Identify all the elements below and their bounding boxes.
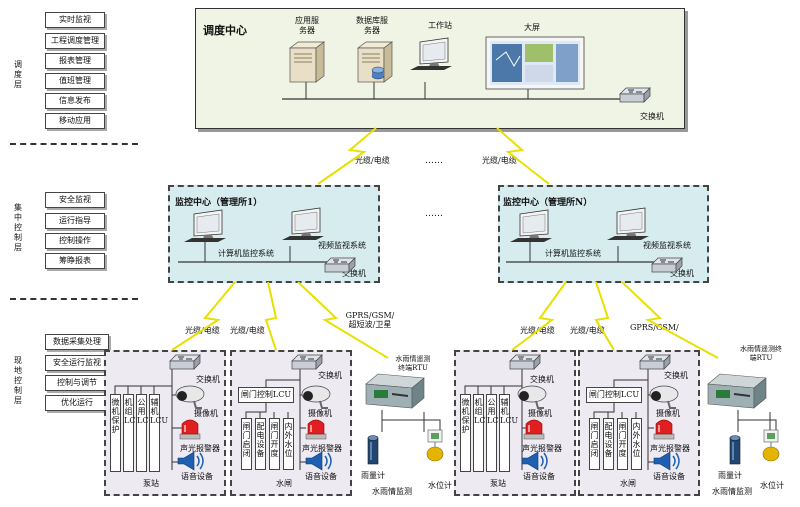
switch-label: 交换机 bbox=[318, 371, 342, 380]
link-label: 光缆/电缆 bbox=[570, 326, 605, 335]
camera-label: 摄像机 bbox=[656, 409, 680, 418]
side-item: 数据采集处理 bbox=[45, 334, 109, 350]
pump-box: 微机保护 bbox=[460, 394, 471, 472]
video-system-label: 视频监视系统 bbox=[643, 241, 691, 250]
dispatch-center-title: 调度中心 bbox=[203, 24, 247, 37]
link-label: 光缆/电缆 bbox=[230, 326, 265, 335]
side-item: 控制操作 bbox=[45, 233, 105, 249]
site-label: 泵站 bbox=[143, 479, 159, 488]
rain-monitor-label: 水雨情监测 bbox=[372, 487, 412, 496]
db-server-label: 数据库服务器 bbox=[356, 16, 388, 35]
dispatch-switch-label: 交换机 bbox=[640, 112, 664, 121]
pump-box: 辅机LCU bbox=[149, 394, 168, 472]
rtu-icon bbox=[707, 373, 767, 409]
rtu-label: 水雨情遥测终端RTU bbox=[740, 345, 782, 362]
alarm-label: 声光报警器 bbox=[650, 444, 690, 453]
link-label: 光缆/电缆 bbox=[355, 156, 390, 165]
layer-divider bbox=[10, 143, 138, 145]
rain-monitor-label: 水雨情监测 bbox=[712, 487, 752, 496]
link-label: 光缆/电缆 bbox=[185, 326, 220, 335]
rtu-wiring bbox=[737, 410, 777, 432]
dots-label: …… bbox=[425, 209, 443, 219]
lightning-link bbox=[171, 281, 719, 359]
site-label: 泵站 bbox=[490, 479, 506, 488]
pump-box: 机组LCU bbox=[123, 394, 142, 472]
dispatch-layer-name: 调度层 bbox=[14, 60, 22, 89]
site-label: 水闸 bbox=[620, 479, 636, 488]
switch-label: 交换机 bbox=[530, 375, 554, 384]
alarm-label: 声光报警器 bbox=[180, 444, 220, 453]
computer-system-label: 计算机监控系统 bbox=[218, 249, 274, 258]
pump-box: 微机保护 bbox=[110, 394, 121, 472]
switch-label: 交换机 bbox=[664, 371, 688, 380]
side-item: 优化运行 bbox=[45, 395, 109, 411]
control-layer-name: 集中控制层 bbox=[14, 203, 22, 252]
sluice-box: 内外水位 bbox=[631, 418, 642, 470]
rain-gauge-label: 雨量计 bbox=[718, 471, 742, 480]
side-item: 工程调度管理 bbox=[45, 33, 105, 49]
center-switch-label: 交换机 bbox=[670, 269, 694, 278]
side-item: 安全运行监视 bbox=[45, 355, 109, 371]
center-switch-label: 交换机 bbox=[342, 269, 366, 278]
link-label: GPRS/GSM/ bbox=[630, 323, 679, 332]
voice-label: 语音设备 bbox=[181, 472, 213, 481]
bigscreen-label: 大屏 bbox=[524, 23, 540, 32]
layer-divider bbox=[10, 298, 138, 300]
side-item: 报表管理 bbox=[45, 53, 105, 69]
sluice-box: 闸门启闭 bbox=[241, 418, 252, 470]
link-label: 光缆/电缆 bbox=[520, 326, 555, 335]
sluice-box: 配电设备 bbox=[603, 418, 614, 470]
side-item: 筹睁报表 bbox=[45, 253, 105, 269]
app-server-label: 应用服务器 bbox=[295, 16, 319, 35]
alarm-label: 声光报警器 bbox=[522, 444, 562, 453]
pump-box: 辅机LCU bbox=[499, 394, 518, 472]
gate-controller: 闸门控制LCU bbox=[238, 387, 294, 403]
link-label: GPRS/GSM/超短波/卫星 bbox=[345, 311, 395, 329]
level-gauge-icon bbox=[762, 429, 780, 462]
voice-label: 语音设备 bbox=[305, 472, 337, 481]
rtu-icon bbox=[365, 373, 425, 409]
switch-label: 交换机 bbox=[196, 375, 220, 384]
monitor-center-title: 监控中心（管理所N） bbox=[503, 198, 593, 208]
pump-box: 公用LCU bbox=[486, 394, 505, 472]
level-gauge-label: 水位计 bbox=[428, 481, 452, 490]
camera-label: 摄像机 bbox=[194, 409, 218, 418]
voice-label: 语音设备 bbox=[523, 472, 555, 481]
level-gauge-label: 水位计 bbox=[760, 481, 784, 490]
gate-controller: 闸门控制LCU bbox=[586, 387, 642, 403]
computer-system-label: 计算机监控系统 bbox=[545, 249, 601, 258]
sluice-box: 闸门启闭 bbox=[589, 418, 600, 470]
rtu-label: 水雨情遥测终端RTU bbox=[395, 355, 431, 372]
side-item: 实时监视 bbox=[45, 12, 105, 28]
side-item: 安全监视 bbox=[45, 192, 105, 208]
dots-label: …… bbox=[425, 156, 443, 166]
level-gauge-icon bbox=[426, 429, 444, 462]
rain-gauge-label: 雨量计 bbox=[361, 471, 385, 480]
side-item: 信息发布 bbox=[45, 93, 105, 109]
site-label: 水闸 bbox=[276, 479, 292, 488]
alarm-label: 声光报警器 bbox=[302, 444, 342, 453]
field-layer-name: 现地控制层 bbox=[14, 356, 22, 405]
workstation-label: 工作站 bbox=[428, 21, 452, 30]
camera-label: 摄像机 bbox=[528, 409, 552, 418]
rain-gauge-icon bbox=[729, 435, 741, 465]
camera-label: 摄像机 bbox=[308, 409, 332, 418]
pump-box: 机组LCU bbox=[473, 394, 492, 472]
voice-label: 语音设备 bbox=[653, 472, 685, 481]
monitor-center-title: 监控中心（管理所1） bbox=[175, 198, 263, 208]
sluice-box: 闸门开度 bbox=[617, 418, 628, 470]
sluice-box: 配电设备 bbox=[255, 418, 266, 470]
side-item: 值班管理 bbox=[45, 73, 105, 89]
side-item: 控制与调节 bbox=[45, 375, 109, 391]
sluice-box: 内外水位 bbox=[283, 418, 294, 470]
link-label: 光缆/电缆 bbox=[482, 156, 517, 165]
sluice-box: 闸门开度 bbox=[269, 418, 280, 470]
rain-gauge-icon bbox=[367, 435, 379, 465]
pump-box: 公用LCU bbox=[136, 394, 155, 472]
video-system-label: 视频监视系统 bbox=[318, 241, 366, 250]
side-item: 移动应用 bbox=[45, 113, 105, 129]
rtu-wiring bbox=[381, 410, 441, 432]
side-item: 运行指导 bbox=[45, 213, 105, 229]
